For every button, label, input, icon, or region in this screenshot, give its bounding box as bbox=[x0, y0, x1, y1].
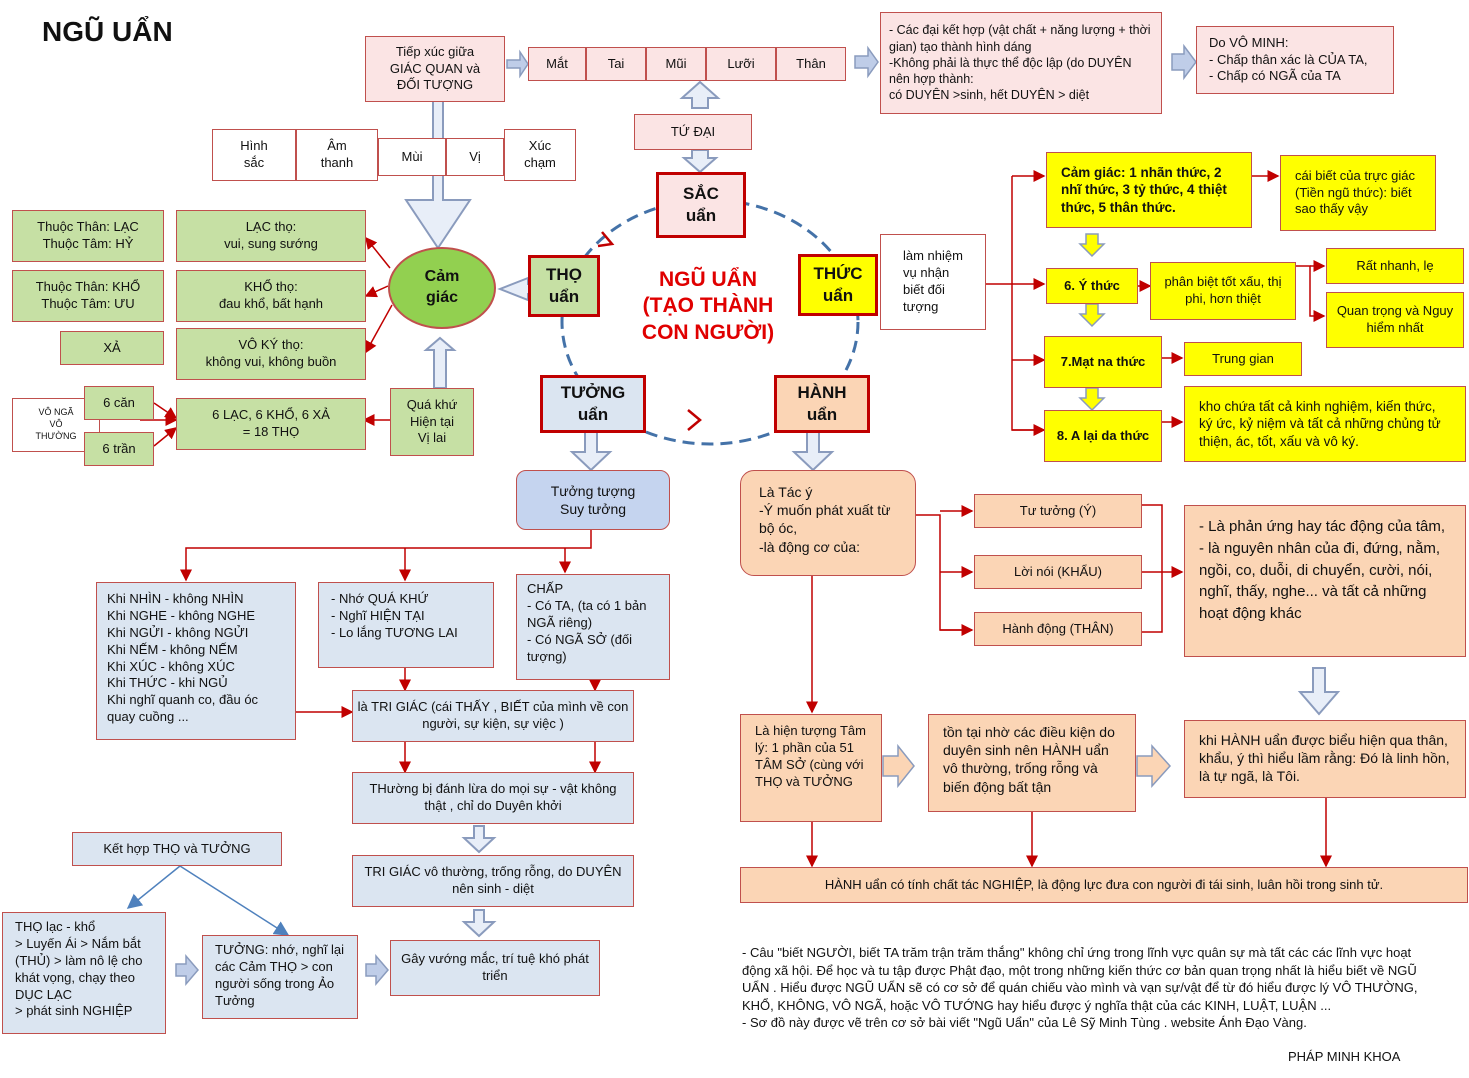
tu-dai-box: TỨ ĐẠI bbox=[634, 114, 752, 150]
tri-giac-box: là TRI GIÁC (cái THẤY , BIẾT của mình về… bbox=[352, 690, 634, 742]
phan-ung-box: - Là phản ứng hay tác động của tâm, - là… bbox=[1184, 505, 1466, 657]
nghiep-box: HÀNH uẩn có tính chất tác NGHIỆP, là độn… bbox=[740, 867, 1468, 903]
truc-giac-box: cái biết của trực giác (Tiền ngũ thức): … bbox=[1280, 155, 1436, 231]
object-xuc-cham: Xúc chạm bbox=[504, 129, 576, 181]
ton-tai-box: tồn tại nhờ các điều kiện do duyên sinh … bbox=[928, 714, 1136, 812]
center-title: NGŨ UẨN (TẠO THÀNH CON NGƯỜI) bbox=[641, 268, 775, 344]
tuong-nho-box: TƯỞNG: nhớ, nghĩ lại các Cảm THỌ > con n… bbox=[202, 935, 358, 1019]
muoi-tam-tho-box: 6 LẠC, 6 KHỔ, 6 XẢ = 18 THỌ bbox=[176, 398, 366, 450]
kho-chua-box: kho chứa tất cả kinh nghiệm, kiến thức, … bbox=[1184, 386, 1466, 462]
tiep-xuc-box: Tiếp xúc giữa GIÁC QUAN và ĐỐI TƯỢNG bbox=[365, 36, 505, 102]
hien-tuong-box: Là hiện tượng Tâm lý: 1 phần của 51 TÂM … bbox=[740, 714, 882, 822]
sau-can-box: 6 căn bbox=[84, 386, 154, 420]
hieu-lam-box: khi HÀNH uẩn được biểu hiện qua thân, kh… bbox=[1184, 720, 1466, 798]
rat-nhanh-box: Rất nhanh, lẹ bbox=[1326, 248, 1464, 284]
signature: PHÁP MINH KHOA bbox=[1288, 1049, 1401, 1064]
cam-giac-thuc-box: Cảm giác: 1 nhãn thức, 2 nhĩ thức, 3 tỷ … bbox=[1046, 152, 1252, 228]
nhan-biet-box: làm nhiệm vụ nhận biết đối tượng bbox=[880, 234, 986, 330]
organ-luoi: Lưỡi bbox=[706, 47, 776, 81]
trung-gian-box: Trung gian bbox=[1184, 342, 1302, 376]
footnote: - Câu "biết NGƯỜI, biết TA trăm trận tră… bbox=[742, 945, 1418, 1031]
a-lai-da-box: 8. A lại da thức bbox=[1044, 410, 1162, 462]
organ-than: Thân bbox=[776, 47, 846, 81]
y-box: Tư tưởng (Ý) bbox=[974, 494, 1142, 528]
hanh-uan-node: HÀNH uẩn bbox=[774, 375, 870, 433]
object-hinh-sac: Hình sắc bbox=[212, 129, 296, 181]
tri-giac-vo-thuong-box: TRI GIÁC vô thường, trống rỗng, do DUYÊN… bbox=[352, 855, 634, 907]
cam-giac-circle: Cảm giác bbox=[388, 247, 496, 329]
tho-uan-node: THỌ uẩn bbox=[528, 255, 600, 317]
page-title: NGŨ UẨN bbox=[42, 16, 173, 47]
khau-box: Lời nói (KHẨU) bbox=[974, 555, 1142, 589]
kho-tho-box: KHỔ thọ: đau khổ, bất hạnh bbox=[176, 270, 366, 322]
thoi-gian-tuong-box: - Nhớ QUÁ KHỨ - Nghĩ HIỆN TẠI - Lo lắng … bbox=[318, 582, 494, 668]
phan-biet-box: phân biệt tốt xấu, thị phi, hơn thiệt bbox=[1150, 262, 1296, 320]
vo-minh-box: Do VÔ MINH: - Chấp thân xác là CỦA TA, -… bbox=[1196, 26, 1394, 94]
thuc-uan-node: THỨC uẩn bbox=[798, 254, 878, 316]
organ-tai: Tai bbox=[586, 47, 646, 81]
chap-box: CHẤP - Có TA, (ta có 1 bản NGÃ riêng) - … bbox=[516, 574, 670, 680]
thoi-gian-tho-box: Quá khứ Hiện tại Vị lai bbox=[390, 388, 474, 456]
quan-trong-box: Quan trọng và Nguy hiểm nhất bbox=[1326, 292, 1464, 348]
mat-na-box: 7.Mạt na thức bbox=[1044, 336, 1162, 388]
tuong-tuong-box: Tưởng tượng Suy tưởng bbox=[516, 470, 670, 530]
tho-lac-kho-box: THỌ lạc - khổ > Luyến Ái > Nắm bắt (THỦ)… bbox=[2, 912, 166, 1034]
lac-source-box: Thuộc Thân: LẠC Thuộc Tâm: HỶ bbox=[12, 210, 164, 262]
tac-y-box: Là Tác ý -Ý muốn phát xuất từ bộ óc, -là… bbox=[740, 470, 916, 576]
lac-tho-box: LẠC thọ: vui, sung sướng bbox=[176, 210, 366, 262]
object-vi: Vị bbox=[446, 138, 504, 176]
danh-lua-box: THường bị đánh lừa do mọi sự - vật không… bbox=[352, 772, 634, 824]
tuong-uan-node: TƯỞNG uẩn bbox=[540, 375, 646, 433]
sac-uan-node: SẮC uẩn bbox=[656, 172, 746, 238]
object-am-thanh: Âm thanh bbox=[296, 129, 378, 181]
y-thuc-box: 6. Ý thức bbox=[1046, 268, 1138, 304]
khi-list-box: Khi NHÌN - không NHÌN Khi NGHE - không N… bbox=[96, 582, 296, 740]
object-mui: Mùi bbox=[378, 138, 446, 176]
kho-source-box: Thuộc Thân: KHỔ Thuộc Tâm: ƯU bbox=[12, 270, 164, 322]
organ-mat: Mắt bbox=[528, 47, 586, 81]
ket-hop-box: Kết hợp THỌ và TƯỞNG bbox=[72, 832, 282, 866]
organ-mui: Mũi bbox=[646, 47, 706, 81]
vo-ky-tho-box: VÔ KÝ thọ: không vui, không buồn bbox=[176, 328, 366, 380]
xa-source-box: XẢ bbox=[60, 331, 164, 365]
than-box: Hành động (THÂN) bbox=[974, 612, 1142, 646]
vuong-mac-box: Gây vướng mắc, trí tuệ khó phát triển bbox=[390, 940, 600, 996]
sau-tran-box: 6 trần bbox=[84, 432, 154, 466]
dai-hop-box: - Các đại kết hợp (vật chất + năng lượng… bbox=[880, 12, 1162, 114]
